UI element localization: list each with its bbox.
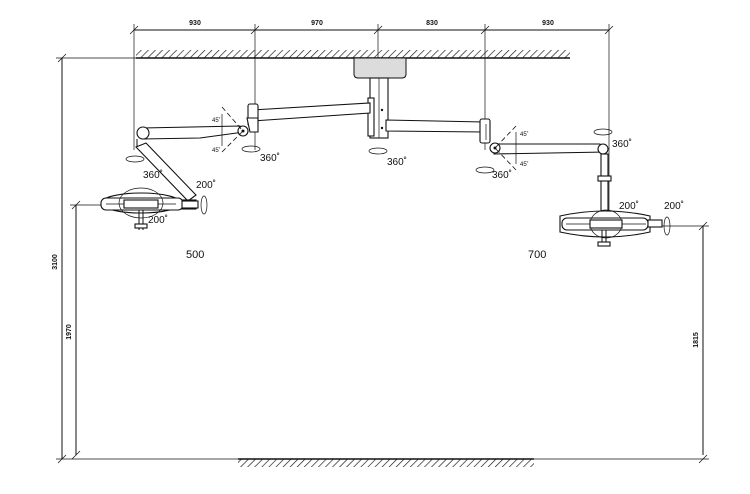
ceiling-mount <box>353 57 407 139</box>
dim-top-3: 830 <box>426 20 438 27</box>
left-arm-rotation-label: 360˚ <box>260 152 280 164</box>
ceiling <box>136 50 570 59</box>
right-tilt-indicator <box>494 125 517 171</box>
left-tilt-down-label: 45˚ <box>212 147 221 154</box>
dim-top-2: 970 <box>311 20 323 27</box>
left-tilt-indicator <box>221 106 244 153</box>
dim-top-4: 930 <box>542 20 554 27</box>
right-arm-rotation-label: 360˚ <box>492 169 512 181</box>
right-lamp-tilt-label: 200˚ <box>619 200 639 212</box>
dim-total-height: 3100 <box>52 254 59 270</box>
right-upper-arm <box>385 118 491 144</box>
rotation-indicators <box>125 128 671 236</box>
left-tilt-up-label: 45˚ <box>212 117 221 124</box>
top-dimension-line <box>129 24 614 230</box>
right-lamp-size: 700 <box>528 249 546 261</box>
floor <box>238 458 534 467</box>
right-lamp-rotation-label: 360˚ <box>612 138 632 150</box>
right-lamp-head <box>559 209 663 247</box>
center-rotation-label: 360˚ <box>387 156 407 168</box>
left-lamp-size: 500 <box>186 249 204 261</box>
left-lamp-pan-label: 200˚ <box>148 214 168 226</box>
right-tilt-up-label: 45˚ <box>520 131 529 138</box>
left-upper-arm <box>246 102 371 133</box>
dim-left-height: 1970 <box>66 324 73 340</box>
right-lower-arm <box>489 142 609 155</box>
left-lower-arm <box>136 125 249 140</box>
left-lamp-tilt-label: 200˚ <box>196 179 216 191</box>
dim-top-1: 930 <box>189 20 201 27</box>
right-tilt-down-label: 45˚ <box>520 161 529 168</box>
left-lamp-head <box>100 187 199 230</box>
height-dimension-lines <box>56 53 709 464</box>
left-lamp-rotation-label: 360˚ <box>143 169 163 181</box>
right-lamp-pan-label: 200˚ <box>664 200 684 212</box>
dim-right-height: 1815 <box>693 332 700 348</box>
